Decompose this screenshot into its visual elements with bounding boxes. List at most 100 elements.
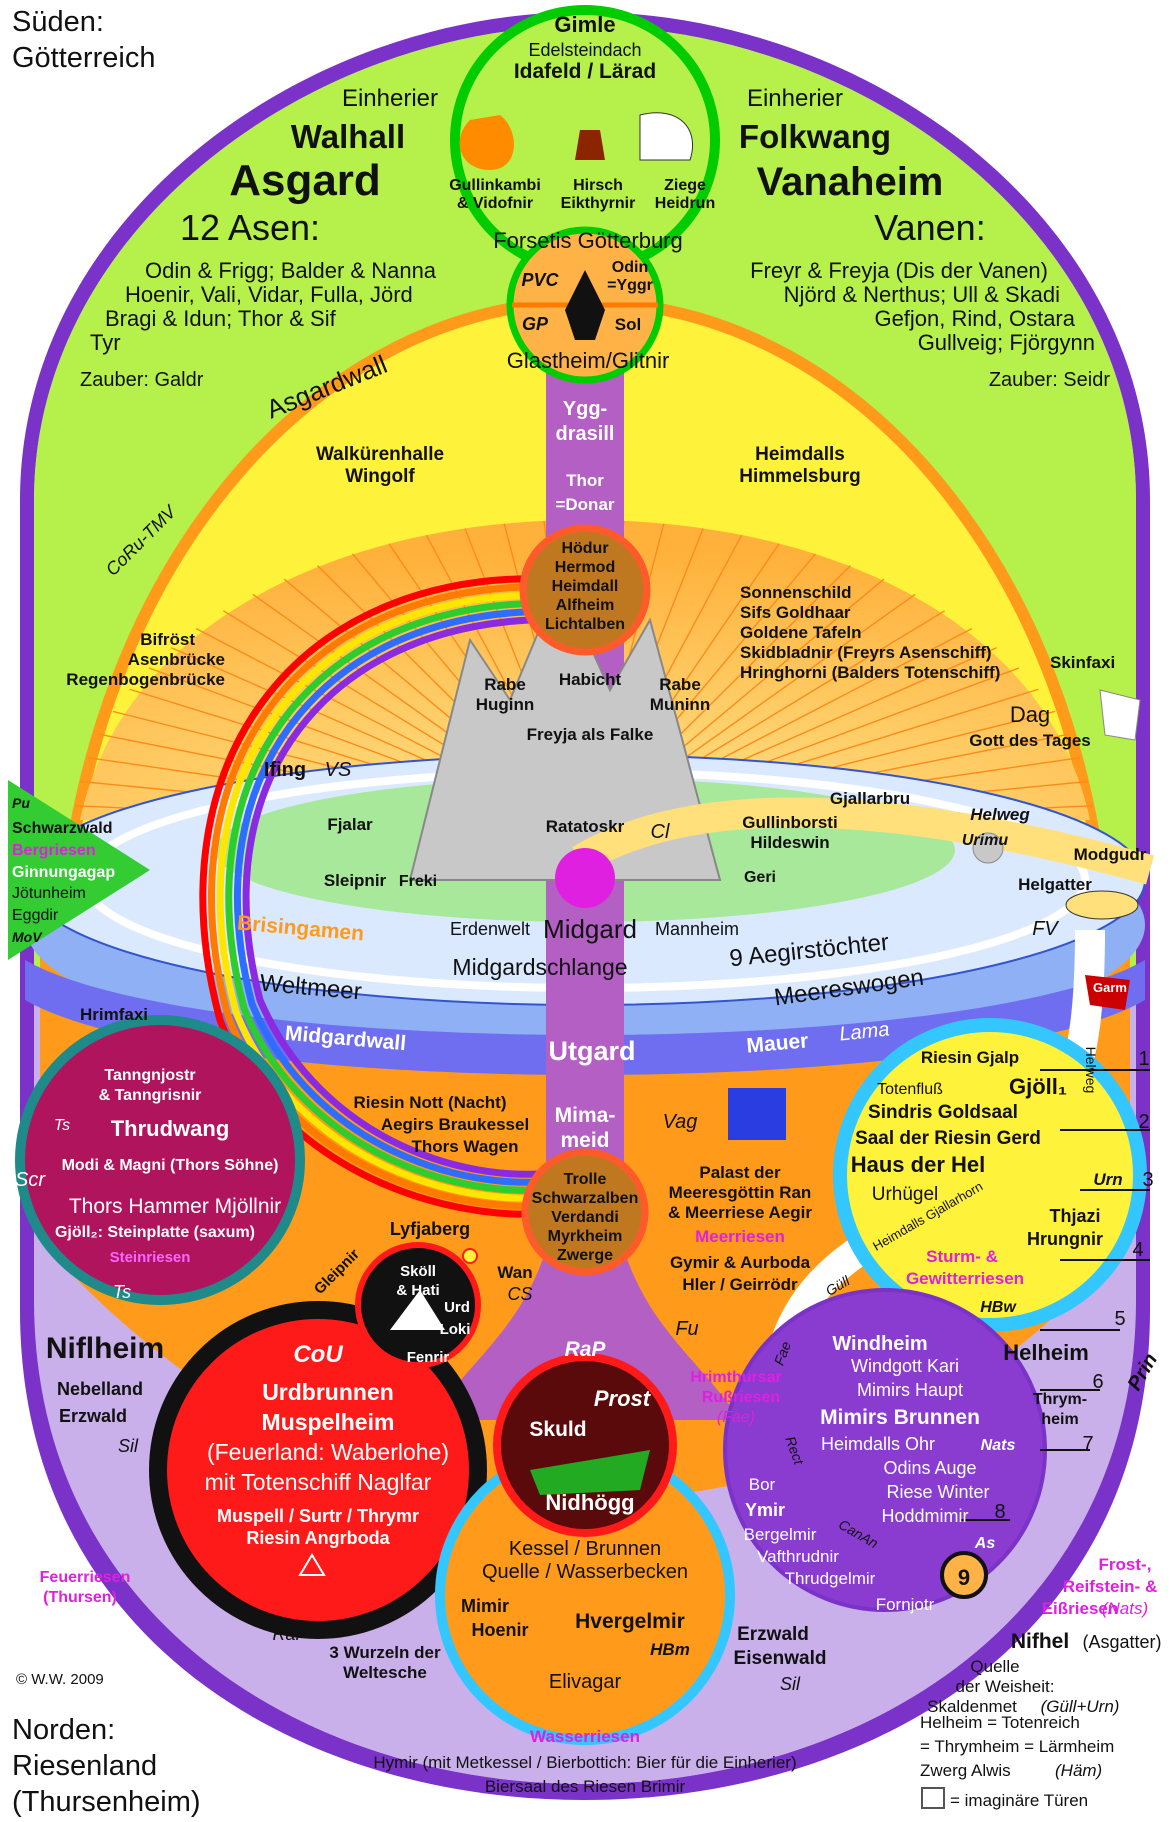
south-totenschiff-label: mit Totenschiff Naglfar [205, 1469, 432, 1495]
south-erzwald2-label: Erzwald [737, 1624, 809, 1645]
goat-icon [639, 112, 694, 161]
sky-rabe2-label: Rabe [659, 675, 701, 694]
asgard-walhall-label: Walhall [291, 118, 405, 155]
midgard-sleipnir-label: Sleipnir [324, 871, 387, 890]
utgard-meerriesen-label: Meerriesen [695, 1227, 785, 1246]
wolf-icon [390, 1290, 445, 1330]
midgard-urimu-label: Urimu [962, 832, 1008, 849]
south-erzwald-label: Erzwald [59, 1406, 127, 1426]
hel-helheim-label: Helheim [1003, 1340, 1089, 1365]
vanaheim-l1-label: Freyr & Freyja (Dis der Vanen) [750, 258, 1048, 283]
hel-sturm1-label: Sturm- & [926, 1247, 998, 1266]
hel-hbw-label: HBw [980, 1299, 1017, 1316]
midgard-wall-band [25, 960, 1145, 1075]
top-edelstein-label: Edelsteindach [528, 40, 641, 60]
left-triangle-pu-label: Pu [12, 795, 30, 811]
thrudwang-scr-label: Scr [15, 1169, 46, 1191]
utgard-gymir-label: Gymir & Aurboda [670, 1253, 811, 1272]
vanaheim-zauber-label: Zauber: Seidr [989, 369, 1111, 391]
asgard-walkueren1-label: Walkürenhalle [316, 444, 444, 465]
helgatter-gate-icon [1065, 890, 1139, 920]
south-feuerriesen1-label: Feuerriesen [40, 1569, 131, 1586]
trunk-thor-label: Thor [566, 471, 604, 490]
vanaheim-folkwang-label: Folkwang [739, 118, 891, 155]
mimir-as-label: As [974, 1535, 996, 1552]
trunk-hoedur-label: Hödur [561, 540, 608, 557]
utgard-palast1-label: Palast der [699, 1163, 781, 1182]
muspelheim-circle [149, 1301, 487, 1639]
hel-n4-label: 4 [1132, 1239, 1143, 1261]
mimir-kari-label: Windgott Kari [851, 1356, 959, 1376]
midgard-helweg-label: Helweg [970, 805, 1030, 824]
mimir-fae2-label: (Fae) [717, 1409, 755, 1426]
thrudwang-steinriesen-label: Steinriesen [110, 1249, 191, 1266]
mimir-ohr-label: Heimdalls Ohr [821, 1434, 935, 1454]
south-angrboda-label: Riesin Angrboda [246, 1528, 390, 1548]
hel-urn-label: Urn [1093, 1170, 1122, 1189]
south-elivagar-label: Elivagar [549, 1671, 622, 1693]
south-hoenir-label: Hoenir [471, 1620, 528, 1640]
horse-skinfaxi-icon [1099, 689, 1141, 741]
hel-hrungnir-label: Hrungnir [1027, 1229, 1103, 1249]
sky-freyja-label: Freyja als Falke [527, 725, 654, 744]
south-rap1-label: RaP [272, 1624, 307, 1644]
vanaheim-l4-label: Gullveig; Fjörgynn [918, 330, 1095, 355]
south-cou-label: CoU [293, 1341, 343, 1368]
mimir-fornjotr-label: Fornjotr [876, 1595, 935, 1614]
vanaheim-heimdall2-label: Himmelsburg [739, 466, 860, 487]
hel-n7-label: 7 [1082, 1433, 1093, 1455]
utgard-nott-label: Riesin Nott (Nacht) [354, 1093, 507, 1112]
asgard-asen-label: 12 Asen: [180, 207, 320, 248]
trunk-hermod-label: Hermod [555, 559, 615, 576]
wolf-skoell-label: Sköll [400, 1263, 436, 1280]
top-forsetis-label: Forsetis Götterburg [493, 228, 683, 253]
south-feuerriesen2-label: (Thursen) [43, 1589, 117, 1606]
asgard-l3-label: Bragi & Idun; Thor & Sif [105, 306, 337, 331]
south-muspelheim-label: Muspelheim [262, 1409, 395, 1435]
top-yggr-label: =Yggr [607, 277, 653, 294]
right-bottom-nats-label: (Nats) [1102, 1599, 1148, 1618]
south-wurzeln1-label: 3 Wurzeln der [329, 1643, 441, 1662]
vanaheim-l3-label: Gefjon, Rind, Ostara [874, 306, 1075, 331]
midgard-hildeswin-label: Hildeswin [750, 833, 829, 852]
right-bottom-quelle2-label: der Weisheit: [956, 1677, 1055, 1696]
hel-thrym1-label: Thrym- [1033, 1391, 1087, 1408]
left-triangle-mov-label: MoV [12, 929, 43, 945]
hel-haus-label: Haus der Hel [851, 1152, 986, 1177]
asgard-l1-label: Odin & Frigg; Balder & Nanna [145, 258, 437, 283]
top-sol-label: Sol [615, 315, 641, 334]
utgard-verdandi-label: Verdandi [551, 1209, 619, 1226]
midgard-garm-label: Garm [1093, 980, 1127, 995]
top-odin-label: Odin [612, 259, 648, 276]
hel-gjalp-label: Riesin Gjalp [921, 1048, 1019, 1067]
thrudwang-gjoell-label: Gjöll₂: Steinplatte (saxum) [55, 1224, 255, 1241]
vanaheim-vanaheim-label: Vanaheim [757, 160, 944, 204]
south-muspell-label: Muspell / Surtr / Thrymr [217, 1506, 419, 1526]
vanaheim-einherier-label: Einherier [747, 85, 843, 112]
top-vidofnir-label: & Vidofnir [457, 195, 533, 212]
sky-bifroest-label: Bifröst [140, 630, 195, 649]
utgard-mima2-label: meid [560, 1129, 609, 1152]
hel-n6-label: 6 [1092, 1371, 1103, 1393]
right-bottom-quelle1-label: Quelle [970, 1657, 1019, 1676]
hel-n5-label: 5 [1114, 1308, 1125, 1330]
south-wurzeln2-label: Weltesche [343, 1663, 427, 1682]
dragon-icon [530, 1450, 650, 1495]
sky-muninn-label: Muninn [650, 695, 710, 714]
top-idafeld-label: Idafeld / Lärad [514, 60, 656, 83]
sky-gott-label: Gott des Tages [969, 731, 1091, 750]
thrudwang-ts2-label: Ts [113, 1282, 131, 1302]
door-legend-icon [921, 1787, 945, 1809]
footer-legend4-label: = imaginäre Türen [950, 1791, 1088, 1810]
sky-huginn-label: Huginn [476, 695, 535, 714]
thrudwang-tanngrisnir-label: & Tanngrisnir [99, 1087, 202, 1104]
midgard-cl-label: Cl [651, 821, 670, 843]
mimir-haupt-label: Mimirs Haupt [857, 1380, 963, 1400]
midgard-gullinborsti-label: Gullinborsti [742, 813, 837, 832]
sky-hringhorni-label: Hringhorni (Balders Totenschiff) [740, 663, 1000, 682]
asgard-asgard-label: Asgard [229, 156, 381, 205]
utgard-zwerge-label: Zwerge [557, 1247, 613, 1264]
mimir-bergelmir-label: Bergelmir [744, 1525, 817, 1544]
sky-dag-label: Dag [1010, 702, 1050, 727]
mimir-nats-label: Nats [981, 1437, 1016, 1454]
